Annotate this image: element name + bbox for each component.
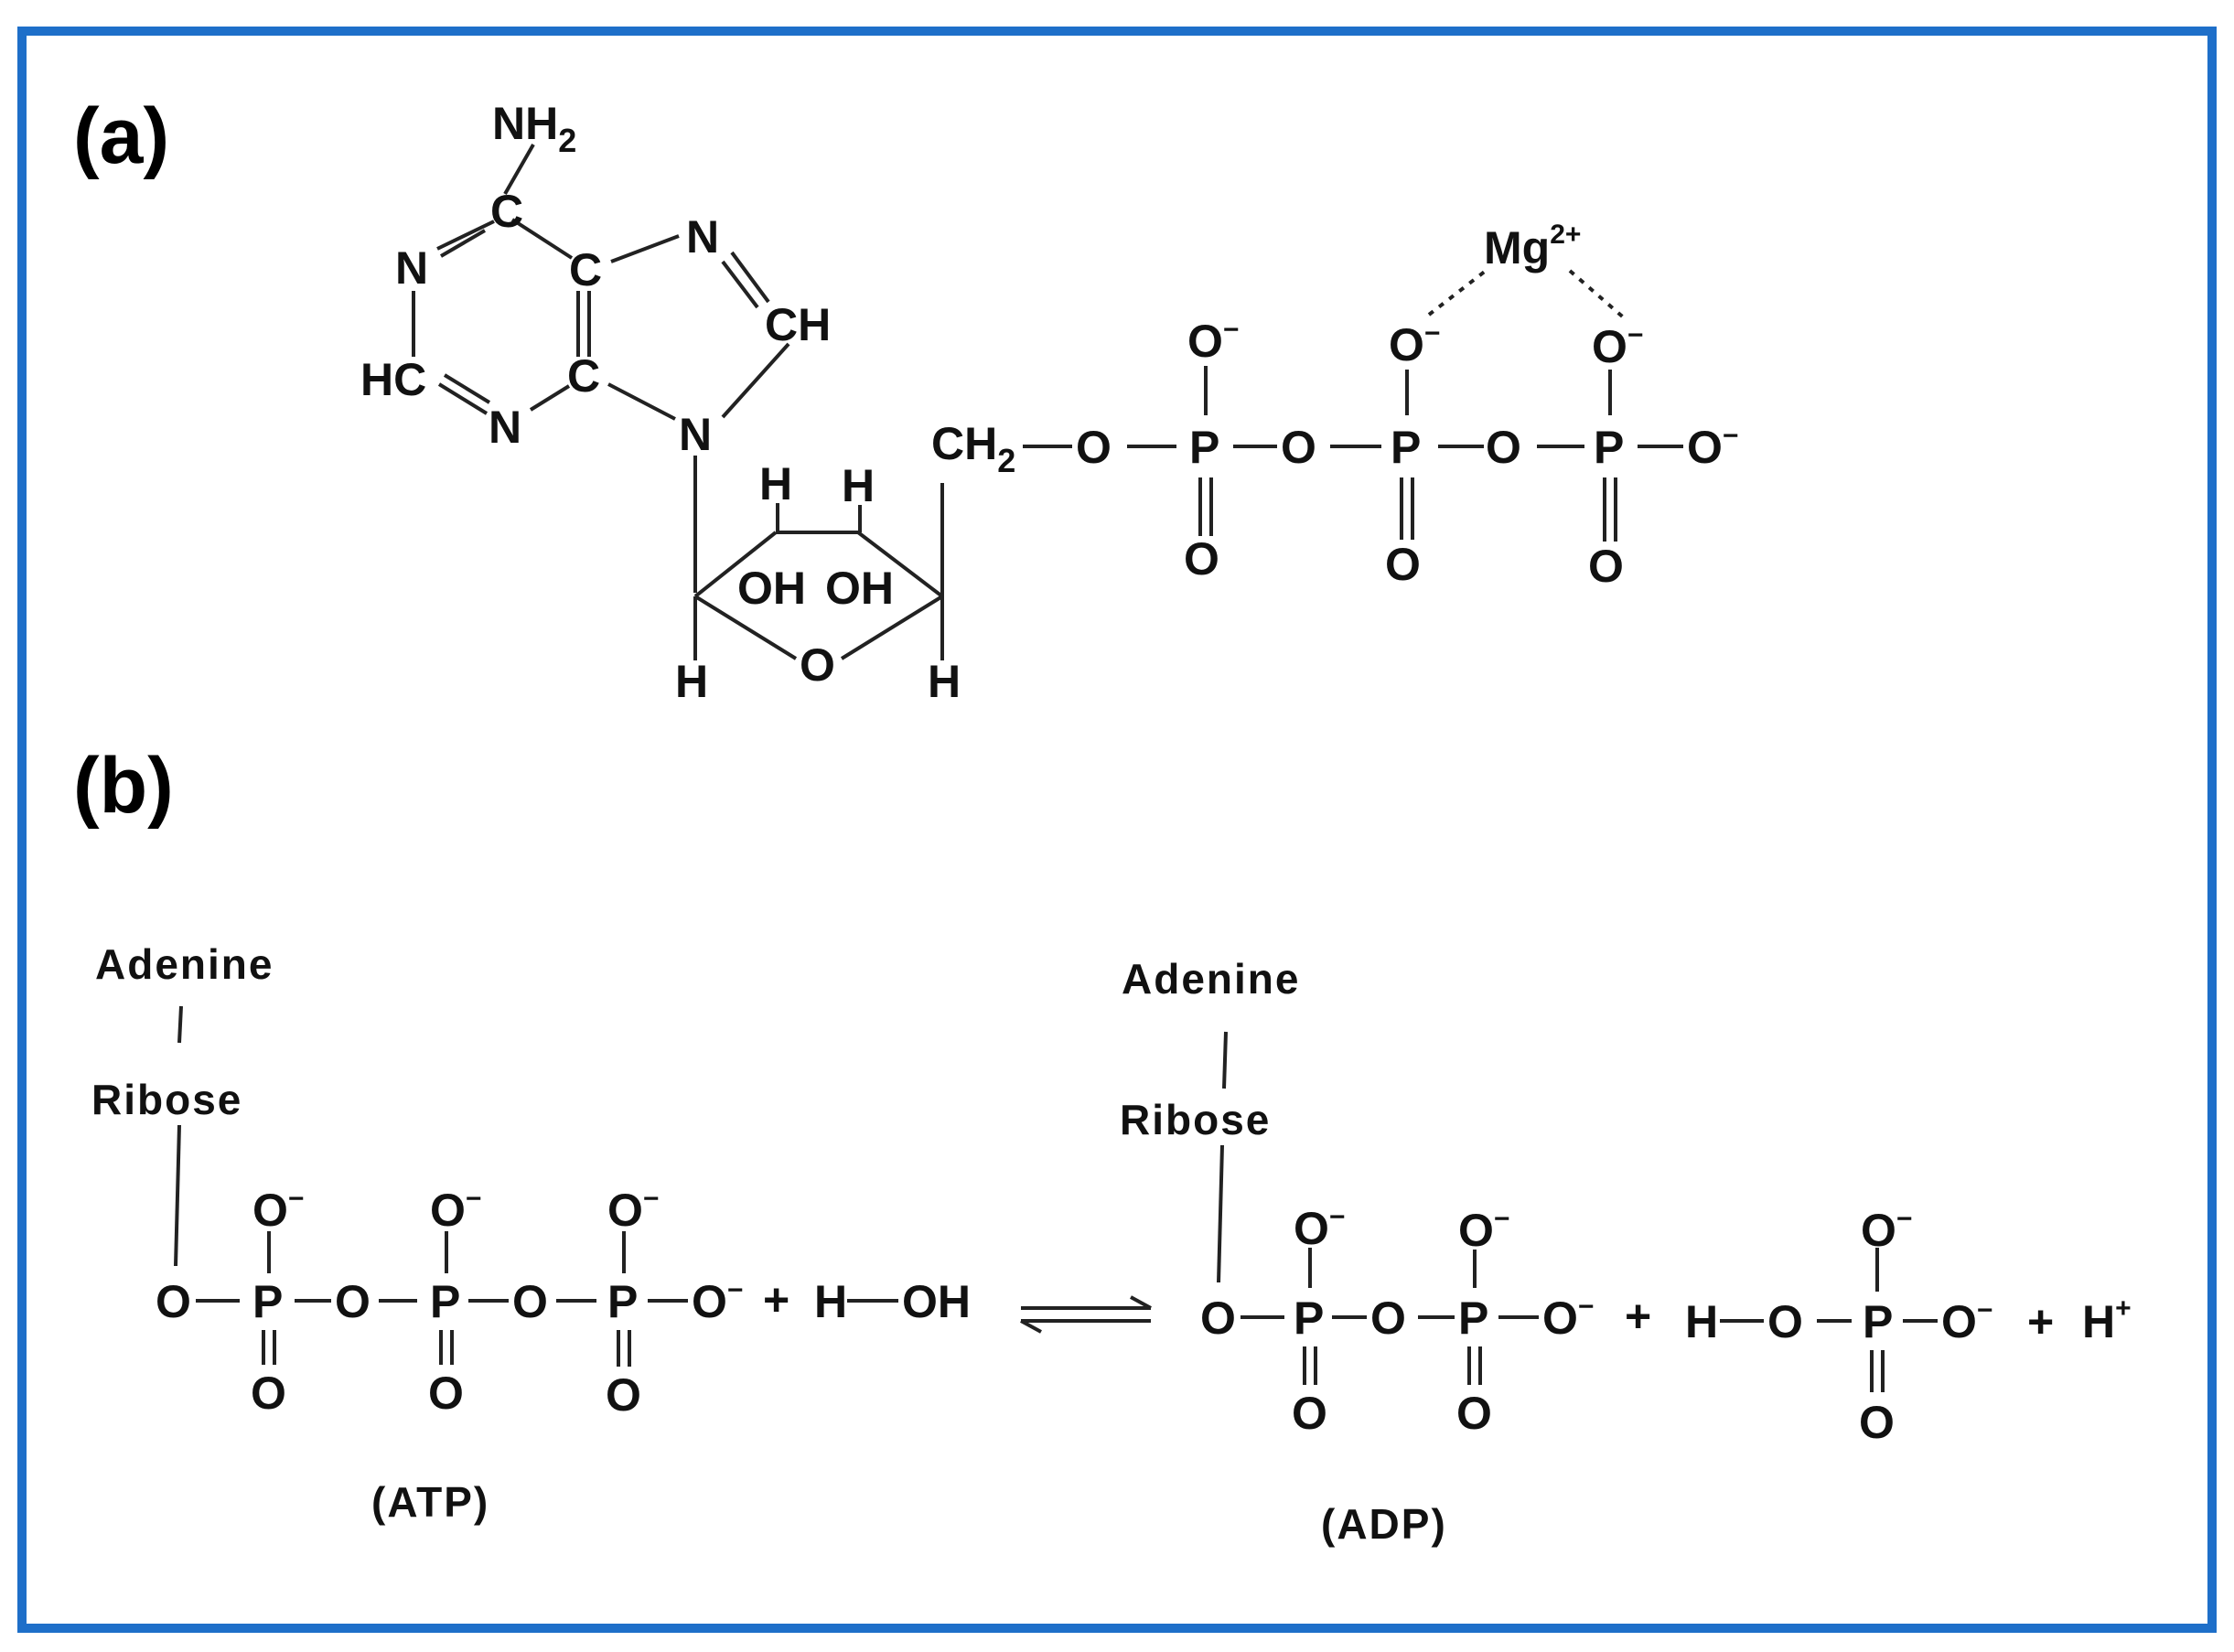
atom-o-bridge1: O <box>1281 422 1316 473</box>
atom-n1: N <box>395 242 428 294</box>
adp-adenine-label: Adenine <box>1122 955 1300 1003</box>
atom-n9: N <box>679 409 712 460</box>
atp-p3: P <box>607 1276 638 1327</box>
adp-ob1: O <box>1292 1388 1327 1439</box>
adp-ob2: O <box>1456 1388 1492 1439</box>
water-oh: OH <box>902 1276 971 1327</box>
pi-h: H <box>1685 1296 1718 1347</box>
adp-ribose-label: Ribose <box>1120 1096 1271 1143</box>
atom-oh-3prime: OH <box>825 563 894 614</box>
atom-c6: C <box>490 186 523 237</box>
atom-oh-2prime: OH <box>737 563 806 614</box>
pi-ob: O <box>1859 1397 1895 1448</box>
atp-ot2: O− <box>430 1184 481 1236</box>
atp-o2: O <box>335 1276 371 1327</box>
atom-p-gamma: P <box>1594 422 1624 473</box>
atom-o-gamma-top: O− <box>1592 320 1643 372</box>
ribose-bonds <box>693 483 944 660</box>
inorganic-phosphate: H O P O− O− O <box>1685 1204 1992 1448</box>
atp-ot3: O− <box>607 1184 659 1236</box>
atom-o-alpha-top: O− <box>1187 315 1239 367</box>
proton: H+ <box>2082 1293 2132 1347</box>
atom-hc2: HC <box>360 354 426 405</box>
atom-h-c3prime: H <box>842 460 875 511</box>
atp-structural-formula: NH2 C N C N CH HC C N N H H OH OH O H H … <box>360 98 1738 707</box>
plus-sign-3: + <box>2027 1296 2054 1347</box>
atp-p2: P <box>430 1276 460 1327</box>
atom-o-alpha-bottom: O <box>1184 533 1219 585</box>
adp-ot1: O− <box>1294 1202 1345 1254</box>
atom-c5: C <box>569 244 602 295</box>
pi-p: P <box>1863 1296 1893 1347</box>
atom-n3: N <box>489 402 521 453</box>
atp-caption: (ATP) <box>371 1478 489 1526</box>
atom-o-bridge2: O <box>1486 422 1521 473</box>
water-molecule: H OH <box>814 1276 971 1327</box>
atp-ob1: O <box>251 1368 286 1419</box>
atom-o-terminal: O− <box>1687 421 1738 473</box>
adenine-bonds <box>412 144 790 593</box>
atp-ribose-label: Ribose <box>91 1076 242 1123</box>
atom-o-beta-bottom: O <box>1385 539 1421 590</box>
magnesium-ion: Mg2+ <box>1484 220 1581 274</box>
atom-h-c1prime: H <box>675 656 708 707</box>
pi-o-terminal: O− <box>1941 1295 1992 1347</box>
atp-ob3: O <box>606 1369 641 1421</box>
adp-o-terminal: O− <box>1542 1292 1594 1344</box>
adp-p2: P <box>1458 1293 1488 1344</box>
adp-ot2: O− <box>1458 1204 1509 1256</box>
plus-sign-1: + <box>763 1274 789 1325</box>
atom-o-ester: O <box>1076 422 1112 473</box>
pi-o1: O <box>1767 1296 1803 1347</box>
adp-caption: (ADP) <box>1321 1500 1447 1548</box>
atom-o-ring: O <box>800 639 835 691</box>
atom-p-beta: P <box>1391 422 1421 473</box>
atp-adenine-label: Adenine <box>95 940 274 988</box>
atom-n7: N <box>686 211 719 263</box>
water-h: H <box>814 1276 847 1327</box>
equilibrium-arrow <box>1020 1295 1152 1334</box>
atp-ot1: O− <box>252 1184 304 1236</box>
atom-h-c4prime: H <box>928 656 961 707</box>
atom-c4: C <box>567 350 600 402</box>
adp-p1: P <box>1294 1293 1324 1344</box>
pi-ot: O− <box>1861 1204 1912 1256</box>
plus-sign-2: + <box>1625 1291 1651 1342</box>
panel-label-b: (b) <box>73 742 174 830</box>
atom-o-gamma-bottom: O <box>1588 541 1624 592</box>
atp-p1: P <box>252 1276 283 1327</box>
atp-o1: O <box>156 1276 191 1327</box>
atp-schematic: Adenine Ribose O P O P O P O− O− O− O− O… <box>91 940 743 1526</box>
adp-o2: O <box>1370 1293 1406 1344</box>
atp-ob2: O <box>428 1368 464 1419</box>
atom-p-alpha: P <box>1189 422 1219 473</box>
atom-o-beta-top: O− <box>1389 318 1440 370</box>
adp-schematic: Adenine Ribose O P O P O− O− O− O O (ADP… <box>1120 955 1594 1548</box>
triphosphate-bonds <box>1023 269 1683 542</box>
figure-frame <box>17 27 2217 1633</box>
adp-o1: O <box>1200 1293 1236 1344</box>
atp-o-terminal: O− <box>692 1275 743 1327</box>
atom-nh2: NH2 <box>492 98 576 159</box>
atp-o3: O <box>512 1276 548 1327</box>
atom-c8h: CH <box>765 299 831 350</box>
atom-ch2: CH2 <box>931 418 1015 479</box>
panel-label-a: (a) <box>73 92 169 180</box>
atom-h-c2prime: H <box>759 458 792 510</box>
